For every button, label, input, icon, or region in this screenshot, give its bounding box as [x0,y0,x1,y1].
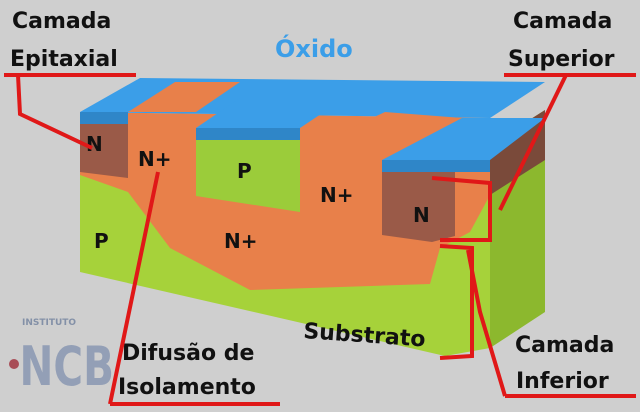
logo-line2: NCB [20,336,114,398]
camada-inferior-bracket [439,244,474,360]
oxide-front-right [382,160,490,172]
oxide-top-middle-band [196,98,345,128]
difusao-label-line2: Isolamento [118,375,256,400]
camada-superior-leader [498,74,568,211]
camada-epitaxial-leader [16,74,93,150]
region-p-top: P [237,159,252,183]
camada-epitaxial-label-line2: Epitaxial [10,47,118,72]
top-p-region [196,128,300,212]
camada-superior-label-line1: Camada [513,9,612,34]
camada-epitaxial-label-line1: Camada [12,9,111,34]
camada-superior-bracket [431,176,492,242]
left-n-region [80,112,128,178]
oxide-front-left [80,112,128,124]
camada-superior-label-line2: Superior [508,47,615,72]
oxide-opening-left [128,82,240,112]
difusao-label-line1: Difusão de [122,341,254,366]
camada-inferior-label-line2: Inferior [516,369,609,394]
logo-dot [9,359,19,369]
instituto-ncb-logo: INSTITUTO NCB [9,318,114,399]
block-right-face-upper [490,110,545,195]
oxide-front-middle [196,128,300,140]
region-p-left: P [94,229,109,253]
region-nplus-center: N+ [224,229,258,253]
oxide-opening-right [300,112,462,160]
region-nplus-right: N+ [320,183,354,207]
region-n-left: N [86,132,103,156]
region-n-right: N [413,203,430,227]
camada-inferior-label-line1: Camada [515,333,614,358]
logo-line1: INSTITUTO [22,318,76,328]
difusao-leader [108,171,160,405]
region-nplus-left: N+ [138,147,172,171]
oxide-label: Óxido [275,33,353,63]
right-n-region [382,160,455,242]
oxide-top-right-band [382,118,545,160]
